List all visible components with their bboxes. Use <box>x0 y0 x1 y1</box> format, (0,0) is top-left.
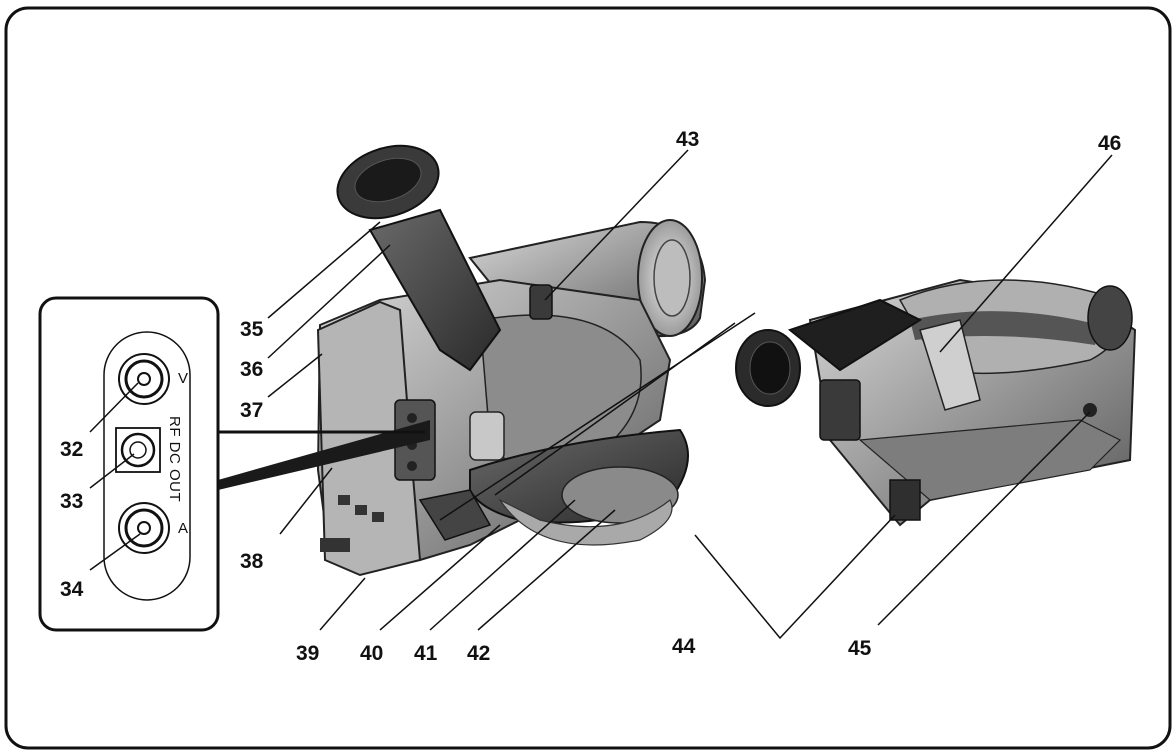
callout-40: 40 <box>360 642 383 665</box>
callout-39: 39 <box>296 642 319 665</box>
callout-34: 34 <box>60 578 84 601</box>
callout-41: 41 <box>414 642 438 665</box>
video-jack-label: V <box>178 370 188 387</box>
callout-32: 32 <box>60 438 83 461</box>
callout-43: 43 <box>676 128 699 151</box>
leader-lines <box>89 149 1113 640</box>
callout-33: 33 <box>60 490 83 513</box>
callout-36: 36 <box>240 358 263 381</box>
audio-jack-label: A <box>178 520 188 537</box>
callout-numbers: 32 33 34 35 36 37 38 39 40 41 42 43 44 4… <box>60 128 1121 665</box>
video-out-jack <box>118 353 170 405</box>
jack-panel-inset: V RF DC OUT A <box>38 296 220 632</box>
camcorder-left-illustration <box>218 144 707 577</box>
callout-35: 35 <box>240 318 264 341</box>
rf-dc-out-jack <box>115 427 161 473</box>
camcorder-right-illustration <box>735 278 1137 527</box>
callout-38: 38 <box>240 550 264 573</box>
callout-45: 45 <box>848 637 872 660</box>
callout-42: 42 <box>467 642 490 665</box>
rf-dc-out-label: RF DC OUT <box>166 416 183 502</box>
callout-46: 46 <box>1098 132 1121 155</box>
callout-37: 37 <box>240 399 263 422</box>
callout-44: 44 <box>672 635 696 658</box>
audio-out-jack <box>118 502 170 554</box>
